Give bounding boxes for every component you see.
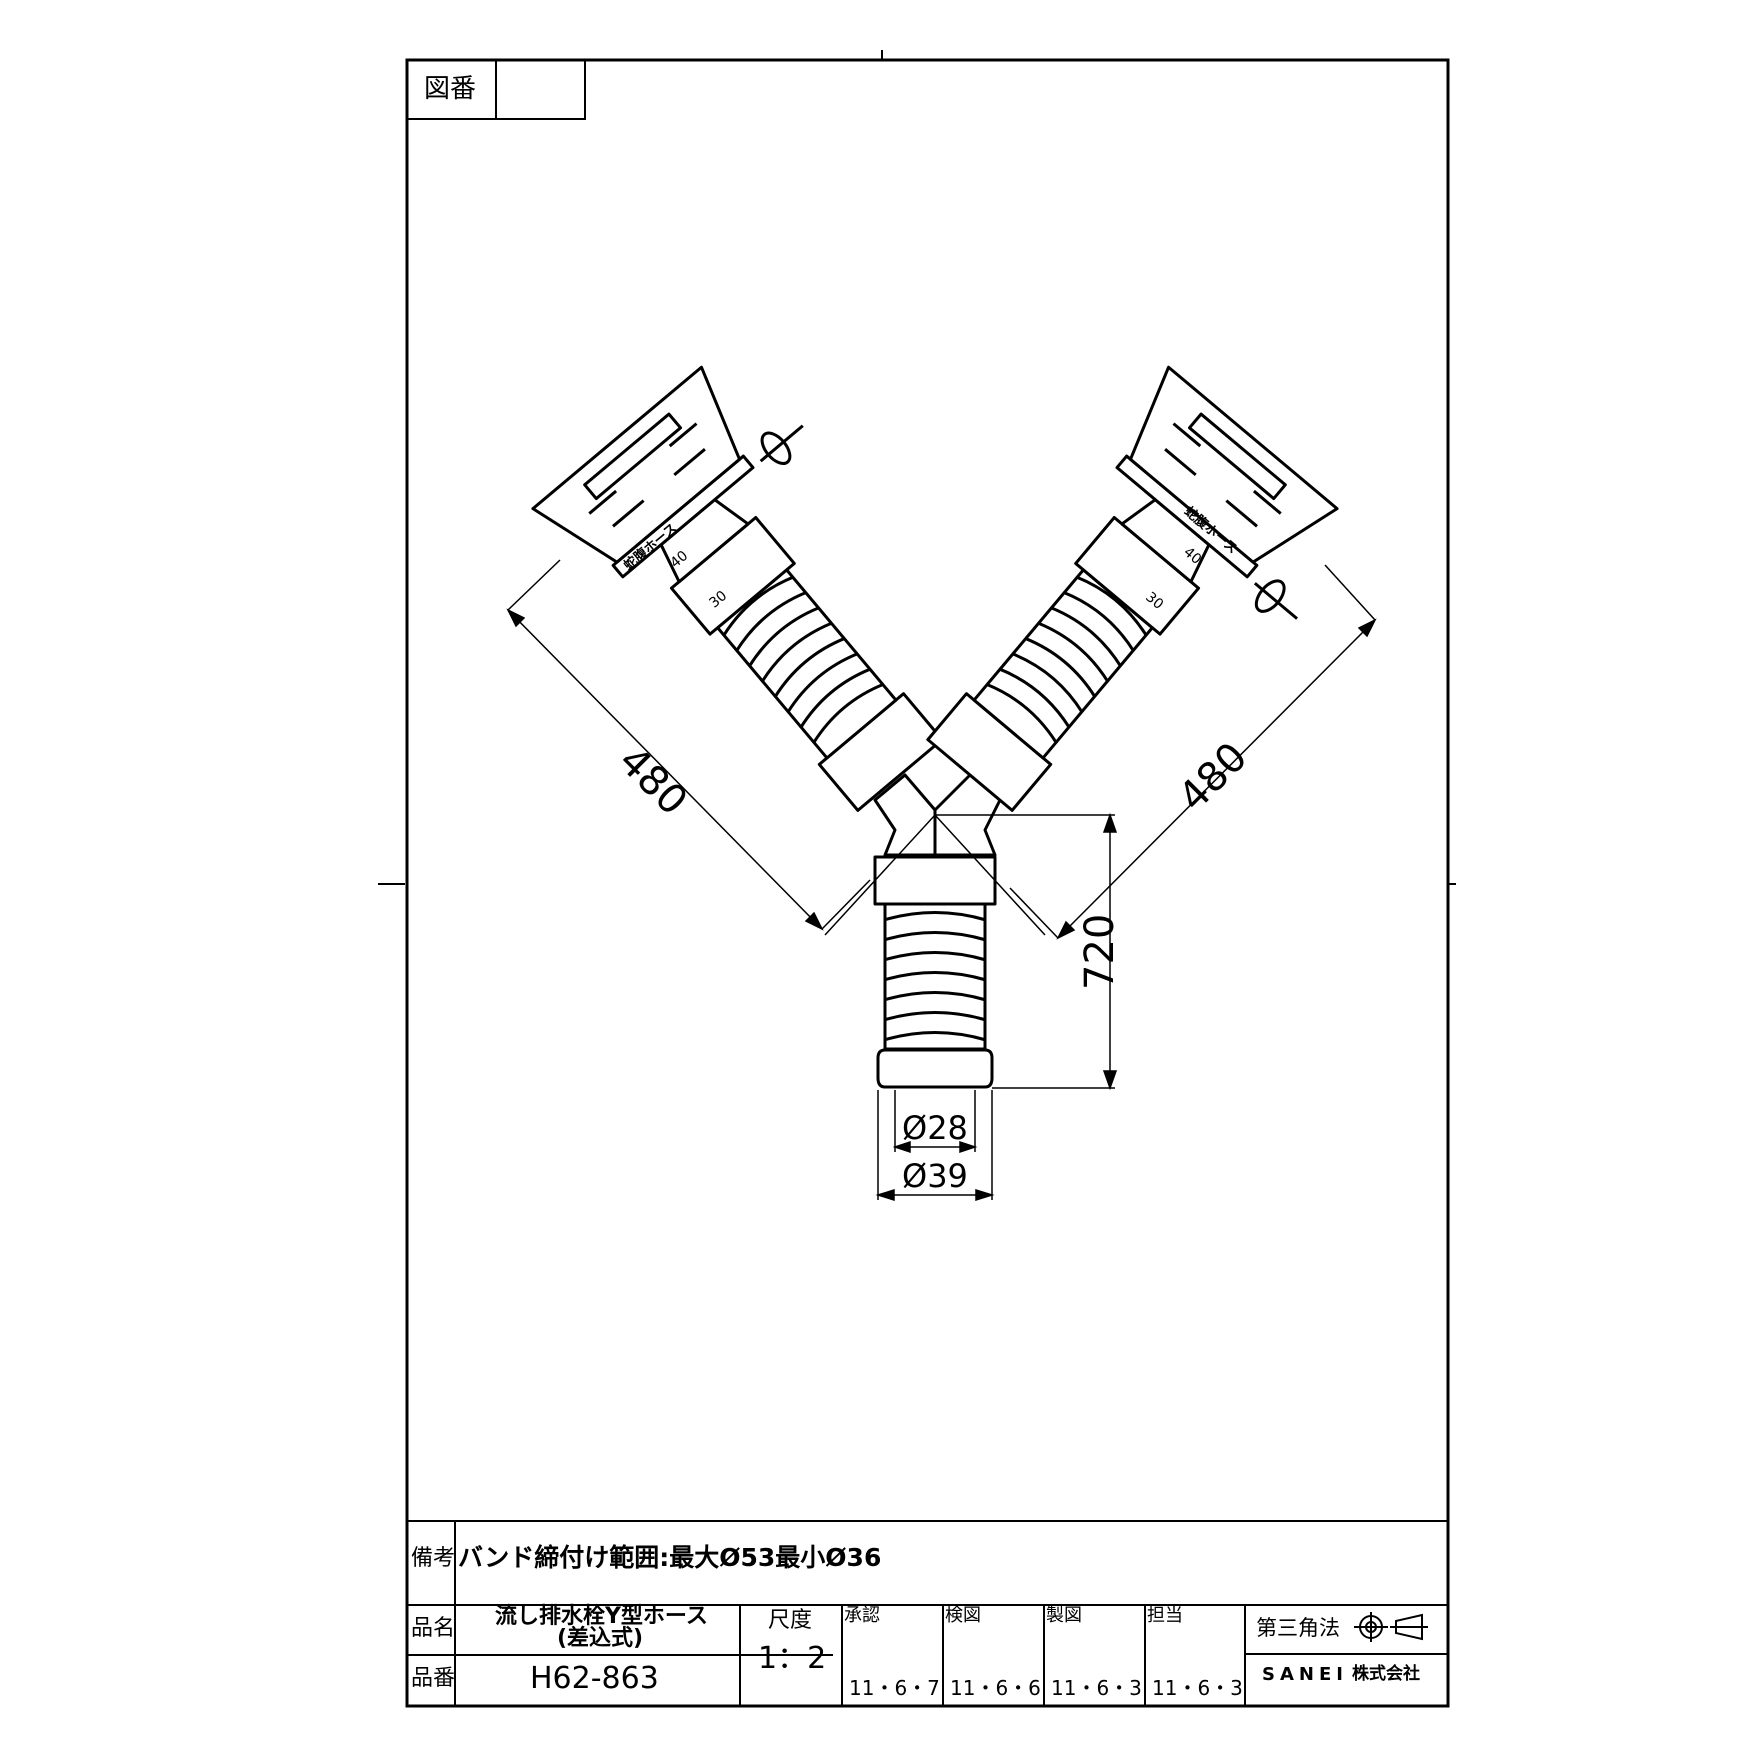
scale-value: 1：2 (758, 1641, 827, 1676)
right-hose-arm (926, 365, 1339, 812)
approval-label-2: 検図 (945, 1605, 981, 1626)
company-suffix: 株式会社 (1352, 1664, 1420, 1684)
notes-label: 備考 (411, 1546, 456, 1571)
dimension-inner-diameter: Ø28 (902, 1109, 968, 1147)
left-hose-arm (531, 365, 944, 812)
bottom-hose (873, 855, 997, 1089)
product-number-label: 品番 (411, 1666, 456, 1691)
scale-label: 尺度 (768, 1608, 813, 1633)
approval-date-2: 11・6・6 (950, 1676, 1041, 1700)
approval-date-1: 11・6・7 (849, 1676, 940, 1700)
approval-label-3: 製図 (1046, 1605, 1082, 1626)
product-name-line2: (差込式) (557, 1626, 644, 1651)
dimension-lines (506, 559, 1377, 1202)
approval-date-3: 11・6・3 (1051, 1676, 1142, 1700)
product-name-label: 品名 (411, 1616, 456, 1641)
product-number: H62-863 (530, 1661, 659, 1696)
title-block-lines (407, 1520, 1448, 1706)
company-name: SANEI (1262, 1664, 1348, 1685)
approval-date-4: 11・6・3 (1152, 1676, 1243, 1700)
approval-label-4: 担当 (1147, 1605, 1183, 1626)
dimension-outer-diameter: Ø39 (902, 1157, 968, 1195)
y-hose-drawing (531, 365, 1339, 1089)
third-angle-projection-icon (1354, 1612, 1428, 1642)
approval-label-1: 承認 (844, 1605, 880, 1626)
drawing-border (405, 58, 1450, 1708)
projection-label: 第三角法 (1256, 1616, 1340, 1640)
drawing-number-label: 図番 (424, 74, 477, 104)
product-name-line1: 流し排水栓Y型ホース (495, 1604, 708, 1629)
notes-text: バンド締付け範囲:最大Ø53最小Ø36 (458, 1543, 882, 1572)
dimension-height: 720 (1077, 913, 1123, 990)
drawing-number-box (406, 59, 586, 120)
center-lines (824, 814, 1046, 936)
